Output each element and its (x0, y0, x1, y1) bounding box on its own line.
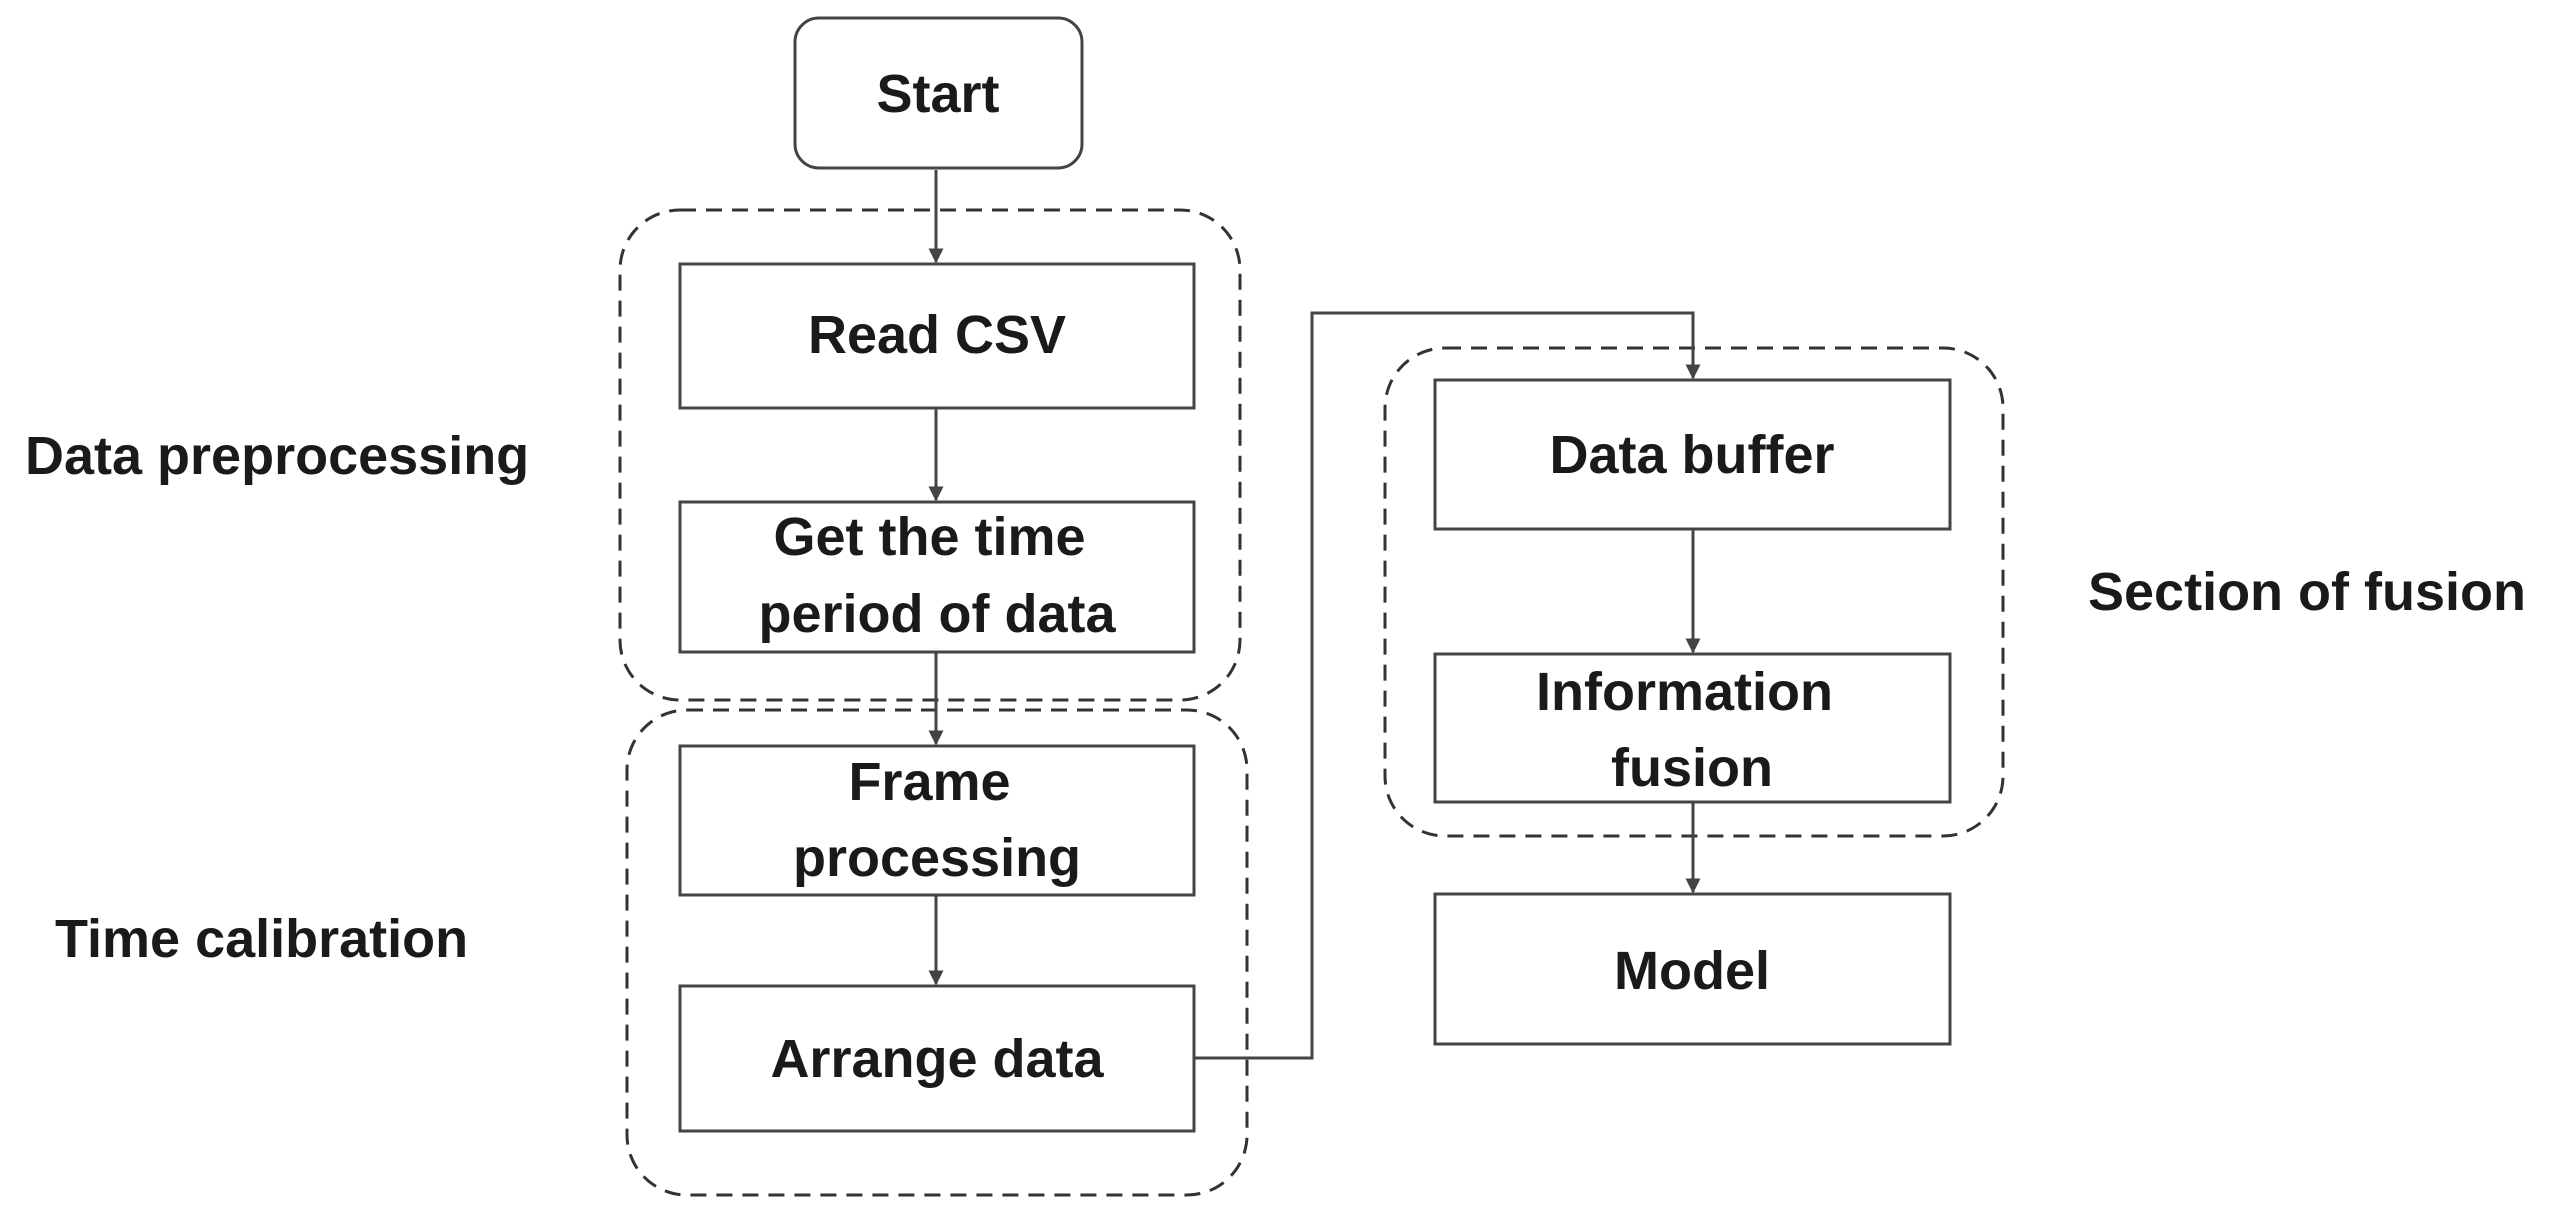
read-csv-node (678, 262, 1196, 410)
connector-arrange-to-data-buffer (1195, 311, 1701, 1060)
model-node (1433, 892, 1952, 1046)
read-csv-label: Read CSV (808, 305, 1066, 365)
data-buffer-node (1433, 378, 1952, 531)
group-label-time-calibration: Time calibration (55, 909, 468, 969)
arrange-data-label: Arrange data (770, 1029, 1104, 1089)
group-box-data-preprocessing (618, 208, 1242, 702)
frame-processing-node (678, 744, 1196, 897)
data-buffer-label: Data buffer (1549, 425, 1834, 485)
group-label-data-preprocessing: Data preprocessing (25, 426, 529, 486)
start-node (793, 16, 1084, 170)
model-label: Model (1614, 941, 1770, 1001)
frame-processing-line-2: processing (793, 828, 1081, 888)
information-fusion-line-2: fusion (1611, 738, 1773, 798)
start-node-label: Start (876, 64, 999, 124)
information-fusion-label: Information fusion (1536, 662, 1848, 798)
information-fusion-node (1433, 652, 1952, 804)
frame-processing-line-1: Frame (848, 752, 1010, 812)
arrange-data-node (678, 984, 1196, 1133)
get-time-period-label: Get the time period of data (758, 507, 1116, 644)
information-fusion-line-1: Information (1536, 662, 1833, 722)
get-time-period-node (678, 500, 1196, 654)
get-time-period-line-2: period of data (758, 584, 1116, 644)
group-label-section-of-fusion: Section of fusion (2088, 562, 2526, 622)
frame-processing-label: Frame processing (793, 752, 1081, 888)
get-time-period-line-1: Get the time (773, 507, 1085, 567)
